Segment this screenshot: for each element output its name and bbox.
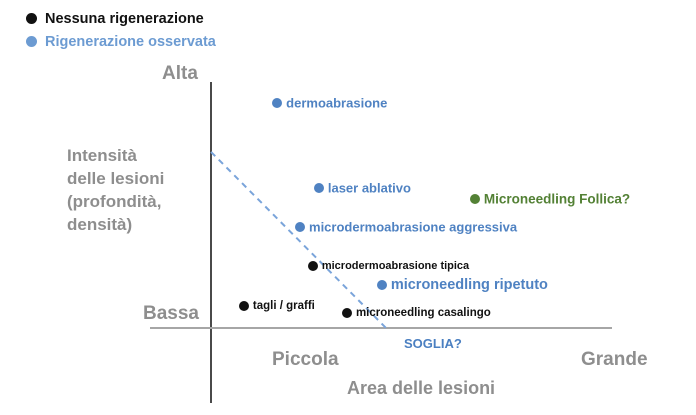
legend-item-no-regeneration: Nessuna rigenerazione (26, 7, 216, 30)
x-axis-title: Area delle lesioni (347, 378, 496, 398)
point-dot (238, 301, 249, 312)
blue-dot-icon (26, 36, 37, 47)
y-axis-title-line-3: (profondità, (67, 192, 162, 211)
y-axis-line (210, 82, 212, 403)
y-axis-label-low: Bassa (143, 303, 199, 324)
point-dot (341, 307, 352, 318)
y-axis-title-line-4: densità) (67, 215, 133, 234)
threshold-line-svg (211, 82, 612, 329)
legend: Nessuna rigenerazione Rigenerazione osse… (26, 7, 216, 53)
point-dot (295, 222, 306, 232)
x-axis-label-small: Piccola (272, 349, 339, 370)
point-dot (272, 98, 283, 108)
point-label: microneedling ripetuto (390, 277, 548, 294)
plot-area: microdermoabrasione tipica tagli / graffi… (211, 82, 630, 329)
point-label: microneedling casalingo (355, 306, 491, 319)
point-dot (376, 280, 387, 291)
point-label: tagli / graffi (252, 300, 315, 313)
y-axis-title: Intensità delle lesioni (profondità, den… (67, 144, 164, 236)
legend-item-regeneration-observed: Rigenerazione osservata (26, 30, 216, 53)
legend-label-no-regeneration: Nessuna rigenerazione (45, 10, 204, 27)
x-axis-label-large: Grande (581, 349, 648, 370)
point-label: dermoabrasione (286, 95, 388, 111)
point-label: microdermoabrasione aggressiva (309, 219, 518, 235)
point-label: microdermoabrasione tipica (321, 260, 470, 273)
y-axis-label-high: Alta (162, 63, 198, 84)
point-dot (469, 194, 480, 205)
point-label: Microneedling Follica? (483, 191, 631, 207)
y-axis-title-line-2: delle lesioni (67, 169, 165, 188)
legend-label-regeneration-observed: Rigenerazione osservata (45, 33, 216, 50)
threshold-line (211, 152, 387, 329)
x-axis-line (150, 327, 612, 329)
point-label: laser ablativo (327, 180, 411, 196)
threshold-label: SOGLIA? (404, 336, 462, 351)
y-axis-title-line-1: Intensità (67, 146, 137, 165)
point-dot (307, 261, 318, 272)
point-dot (313, 182, 324, 193)
black-dot-icon (26, 13, 37, 24)
